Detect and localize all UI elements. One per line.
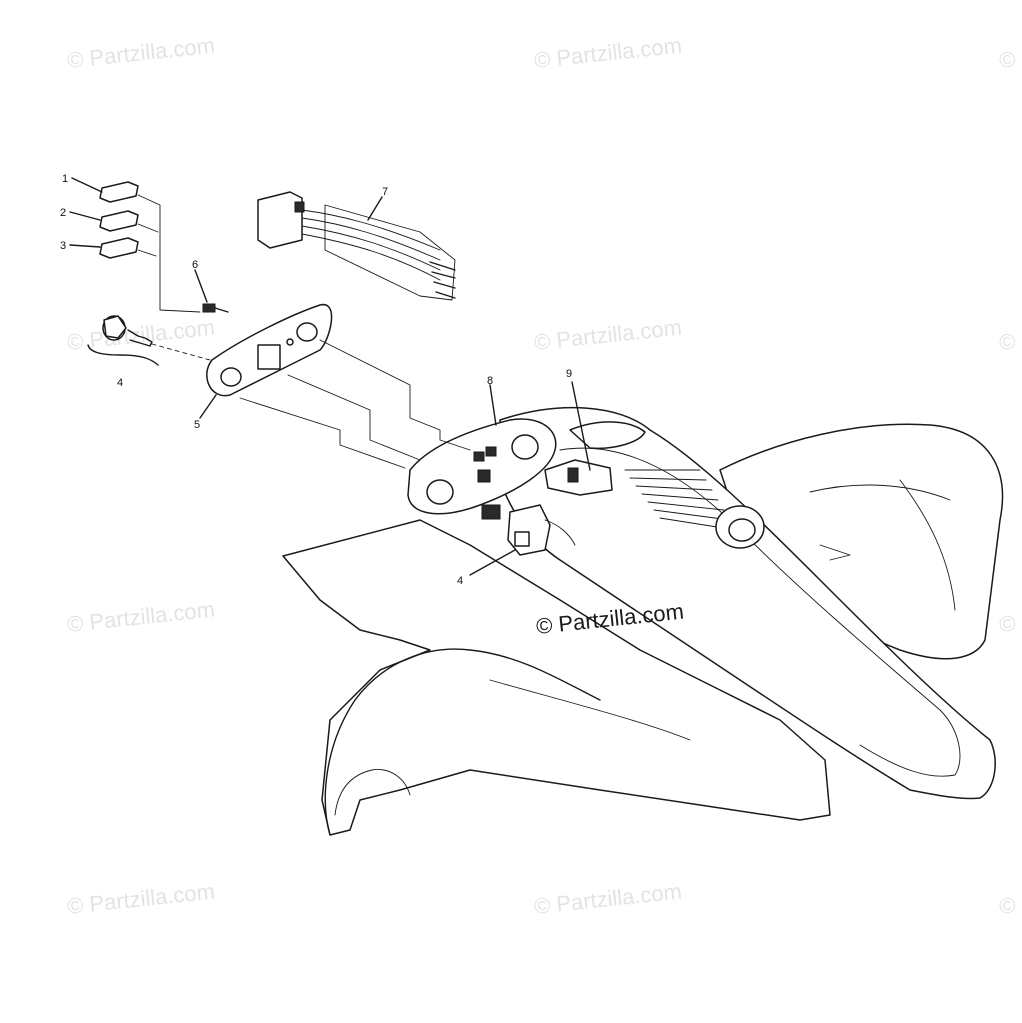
assembly-line-2 xyxy=(137,223,159,233)
callout-9: 9 xyxy=(566,368,572,380)
align-line-middle xyxy=(287,374,421,461)
assembly-line-3 xyxy=(137,249,157,257)
part-9-key xyxy=(544,381,613,496)
watermark: © Partzilla.com xyxy=(533,879,683,919)
leader-7 xyxy=(367,196,383,221)
part-9-grip xyxy=(567,467,579,483)
watermark: © Partzilla.com xyxy=(998,879,1022,919)
part-4-switch-right xyxy=(469,504,576,576)
harness-wires xyxy=(301,209,441,281)
key-dashed-line xyxy=(151,343,211,361)
callout-4-left: 4 xyxy=(117,377,123,389)
watermark: © Partzilla.com xyxy=(66,33,216,73)
fender-ribs xyxy=(624,469,737,531)
fender-right-crease xyxy=(809,484,951,501)
part-4-key-left xyxy=(87,315,211,366)
fuel-cap-inner xyxy=(728,518,756,542)
callout-8: 8 xyxy=(487,375,493,387)
watermark: © Partzilla.com xyxy=(533,33,683,73)
watermark: © Partzilla.com xyxy=(533,315,683,355)
switch-body xyxy=(507,504,551,556)
plate-5-window xyxy=(257,344,281,370)
assembly-line-1 xyxy=(137,194,201,313)
align-line-lower xyxy=(239,397,406,469)
plate-8-switch-b xyxy=(485,446,497,457)
harness-outline xyxy=(324,204,456,301)
fender-center-panel xyxy=(499,406,996,800)
key-head xyxy=(103,315,127,339)
plate-5-hole-left xyxy=(220,367,242,387)
screw-shank xyxy=(214,307,229,313)
plate-8-switch-c xyxy=(477,469,491,483)
callout-2: 2 xyxy=(60,207,66,219)
callout-4-right: 4 xyxy=(457,575,463,587)
leader-8 xyxy=(489,384,497,426)
leader-9 xyxy=(571,381,591,471)
fender-small-mark xyxy=(819,544,851,561)
plate-8-hole-right xyxy=(511,434,539,460)
switch-toggle xyxy=(481,504,501,520)
watermark: © Partzilla.com xyxy=(66,879,216,919)
fender-top-slot xyxy=(569,421,646,450)
callout-5: 5 xyxy=(194,419,200,431)
plate-8-switch-a xyxy=(473,451,485,462)
fender-right-edge xyxy=(899,479,956,611)
leader-3 xyxy=(69,244,101,248)
watermark: © Partzilla.com xyxy=(66,597,216,637)
switch-3 xyxy=(99,237,139,259)
callout-3: 3 xyxy=(60,240,66,252)
leader-6 xyxy=(194,269,208,303)
align-line-upper xyxy=(319,339,471,451)
alignment-lines xyxy=(239,339,497,469)
leader-5 xyxy=(199,394,217,419)
part-7-harness xyxy=(257,191,456,301)
harness-connector-tab xyxy=(294,201,305,213)
leader-4-right xyxy=(469,549,516,576)
switch-terminal xyxy=(514,531,530,547)
harness-connector xyxy=(257,191,303,249)
part-5-plate xyxy=(199,304,333,419)
fender-left-curl xyxy=(324,648,601,836)
parts-1-2-3-switches xyxy=(69,177,201,313)
watermark: © Partzilla.com xyxy=(998,33,1022,73)
leader-2 xyxy=(69,211,101,221)
callout-labels: 1 2 3 4 5 6 7 8 9 4 xyxy=(60,173,572,587)
callout-7: 7 xyxy=(382,186,388,198)
callout-1: 1 xyxy=(62,173,68,185)
watermark: © Partzilla.com xyxy=(66,315,216,355)
fender-left-crease xyxy=(489,679,691,741)
plate-5-hole-right xyxy=(296,322,318,342)
watermark: © Partzilla.com xyxy=(998,315,1022,355)
switch-wire xyxy=(544,519,576,546)
fender-left-curl-inner xyxy=(334,769,411,816)
harness-ends xyxy=(429,261,456,299)
switch-1 xyxy=(99,181,139,203)
watermark: © Partzilla.com xyxy=(998,597,1022,637)
plate-8-hole-left xyxy=(426,479,454,505)
bracket-4-left xyxy=(87,344,159,366)
plate-5-small-hole xyxy=(286,338,294,346)
rear-fender xyxy=(282,406,1004,836)
switch-2 xyxy=(99,210,139,232)
leader-1 xyxy=(71,177,103,193)
callout-6: 6 xyxy=(192,259,198,271)
fender-center-panel-inner xyxy=(559,447,961,777)
screw-head xyxy=(202,303,216,313)
key-blade xyxy=(127,329,153,347)
part-6-screw xyxy=(194,269,229,313)
switch-plate-mounted xyxy=(407,418,557,515)
